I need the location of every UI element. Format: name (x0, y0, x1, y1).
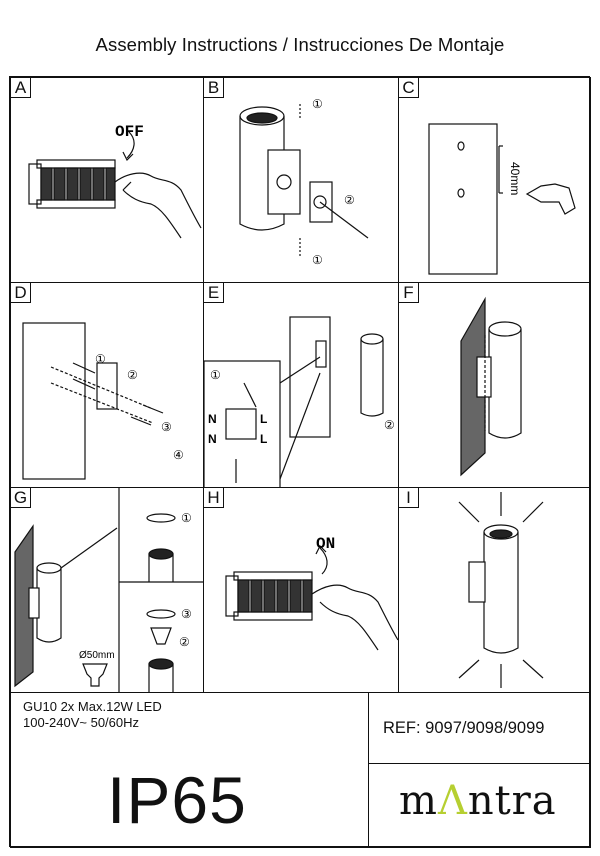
wire-n-bottom: N (208, 432, 217, 446)
spec-line-1: GU10 2x Max.12W LED (23, 699, 162, 714)
panel-a: A OFF (10, 77, 204, 283)
wiring-illustration: ① N N L L ② (204, 316, 395, 487)
page-title: Assembly Instructions / Instrucciones De… (95, 34, 505, 55)
switch-off-illustration: OFF (28, 123, 202, 239)
fixture-disassembly-illustration: ① ② ① (239, 97, 369, 267)
spec-rating-box: GU10 2x Max.12W LED 100-240V~ 50/60Hz IP… (10, 692, 369, 848)
step-3: ③ (161, 420, 172, 434)
panel-label: G (11, 488, 31, 508)
step-1: ① (312, 97, 323, 111)
fixture-mounted-illustration (460, 296, 522, 477)
panel-label: D (11, 283, 31, 303)
brand-logo: mΛntra (399, 778, 557, 824)
panel-b: B ① ② ① (203, 77, 399, 283)
panel-label: E (204, 283, 224, 303)
lit-fixture-illustration (458, 492, 544, 688)
ip-rating: IP65 (107, 763, 247, 837)
panel-g: G Ø50mm ① ③ ② (10, 487, 204, 693)
off-text: OFF (115, 123, 144, 141)
drill-holes-illustration: 40mm (428, 123, 576, 275)
panel-label: I (399, 488, 419, 508)
step-2: ② (127, 368, 138, 382)
step-2: ② (384, 418, 395, 432)
wire-l-top: L (260, 412, 267, 426)
panel-label: A (11, 78, 31, 98)
diameter-50mm: Ø50mm (79, 650, 115, 661)
panel-label: F (399, 283, 419, 303)
ref-box: REF: 9097/9098/9099 (368, 692, 591, 764)
panel-label: H (204, 488, 224, 508)
step-2: ② (344, 193, 355, 207)
inset-step-1: ① (210, 368, 221, 382)
instruction-sheet: A OFF (9, 76, 591, 848)
panel-label: B (204, 78, 224, 98)
panel-label: C (399, 78, 419, 98)
step-3: ③ (181, 607, 192, 621)
step-1: ① (95, 352, 106, 366)
panel-e: E ① N N L L ② (203, 282, 399, 488)
dimension-40mm: 40mm (508, 162, 522, 195)
step-2: ② (179, 635, 190, 649)
wire-n-top: N (208, 412, 217, 426)
step-1-bottom: ① (312, 253, 323, 267)
panel-f: F (398, 282, 591, 488)
reference-number: REF: 9097/9098/9099 (383, 719, 545, 737)
panel-i: I (398, 487, 591, 693)
step-1: ① (181, 511, 192, 525)
spec-line-2: 100-240V~ 50/60Hz (23, 715, 140, 730)
on-text: ON (316, 535, 335, 553)
switch-on-illustration: ON (225, 535, 398, 651)
panel-d: D ① ② ③ ④ (10, 282, 204, 488)
wire-l-bottom: L (260, 432, 267, 446)
panel-h: H ON (203, 487, 399, 693)
bulb-replacement-illustration: Ø50mm ① ③ ② (14, 488, 203, 692)
brand-box: mΛntra (368, 763, 591, 848)
panel-c: C 40mm (398, 77, 591, 283)
wall-mounting-illustration: ① ② ③ ④ (22, 322, 184, 480)
step-4: ④ (173, 448, 184, 462)
